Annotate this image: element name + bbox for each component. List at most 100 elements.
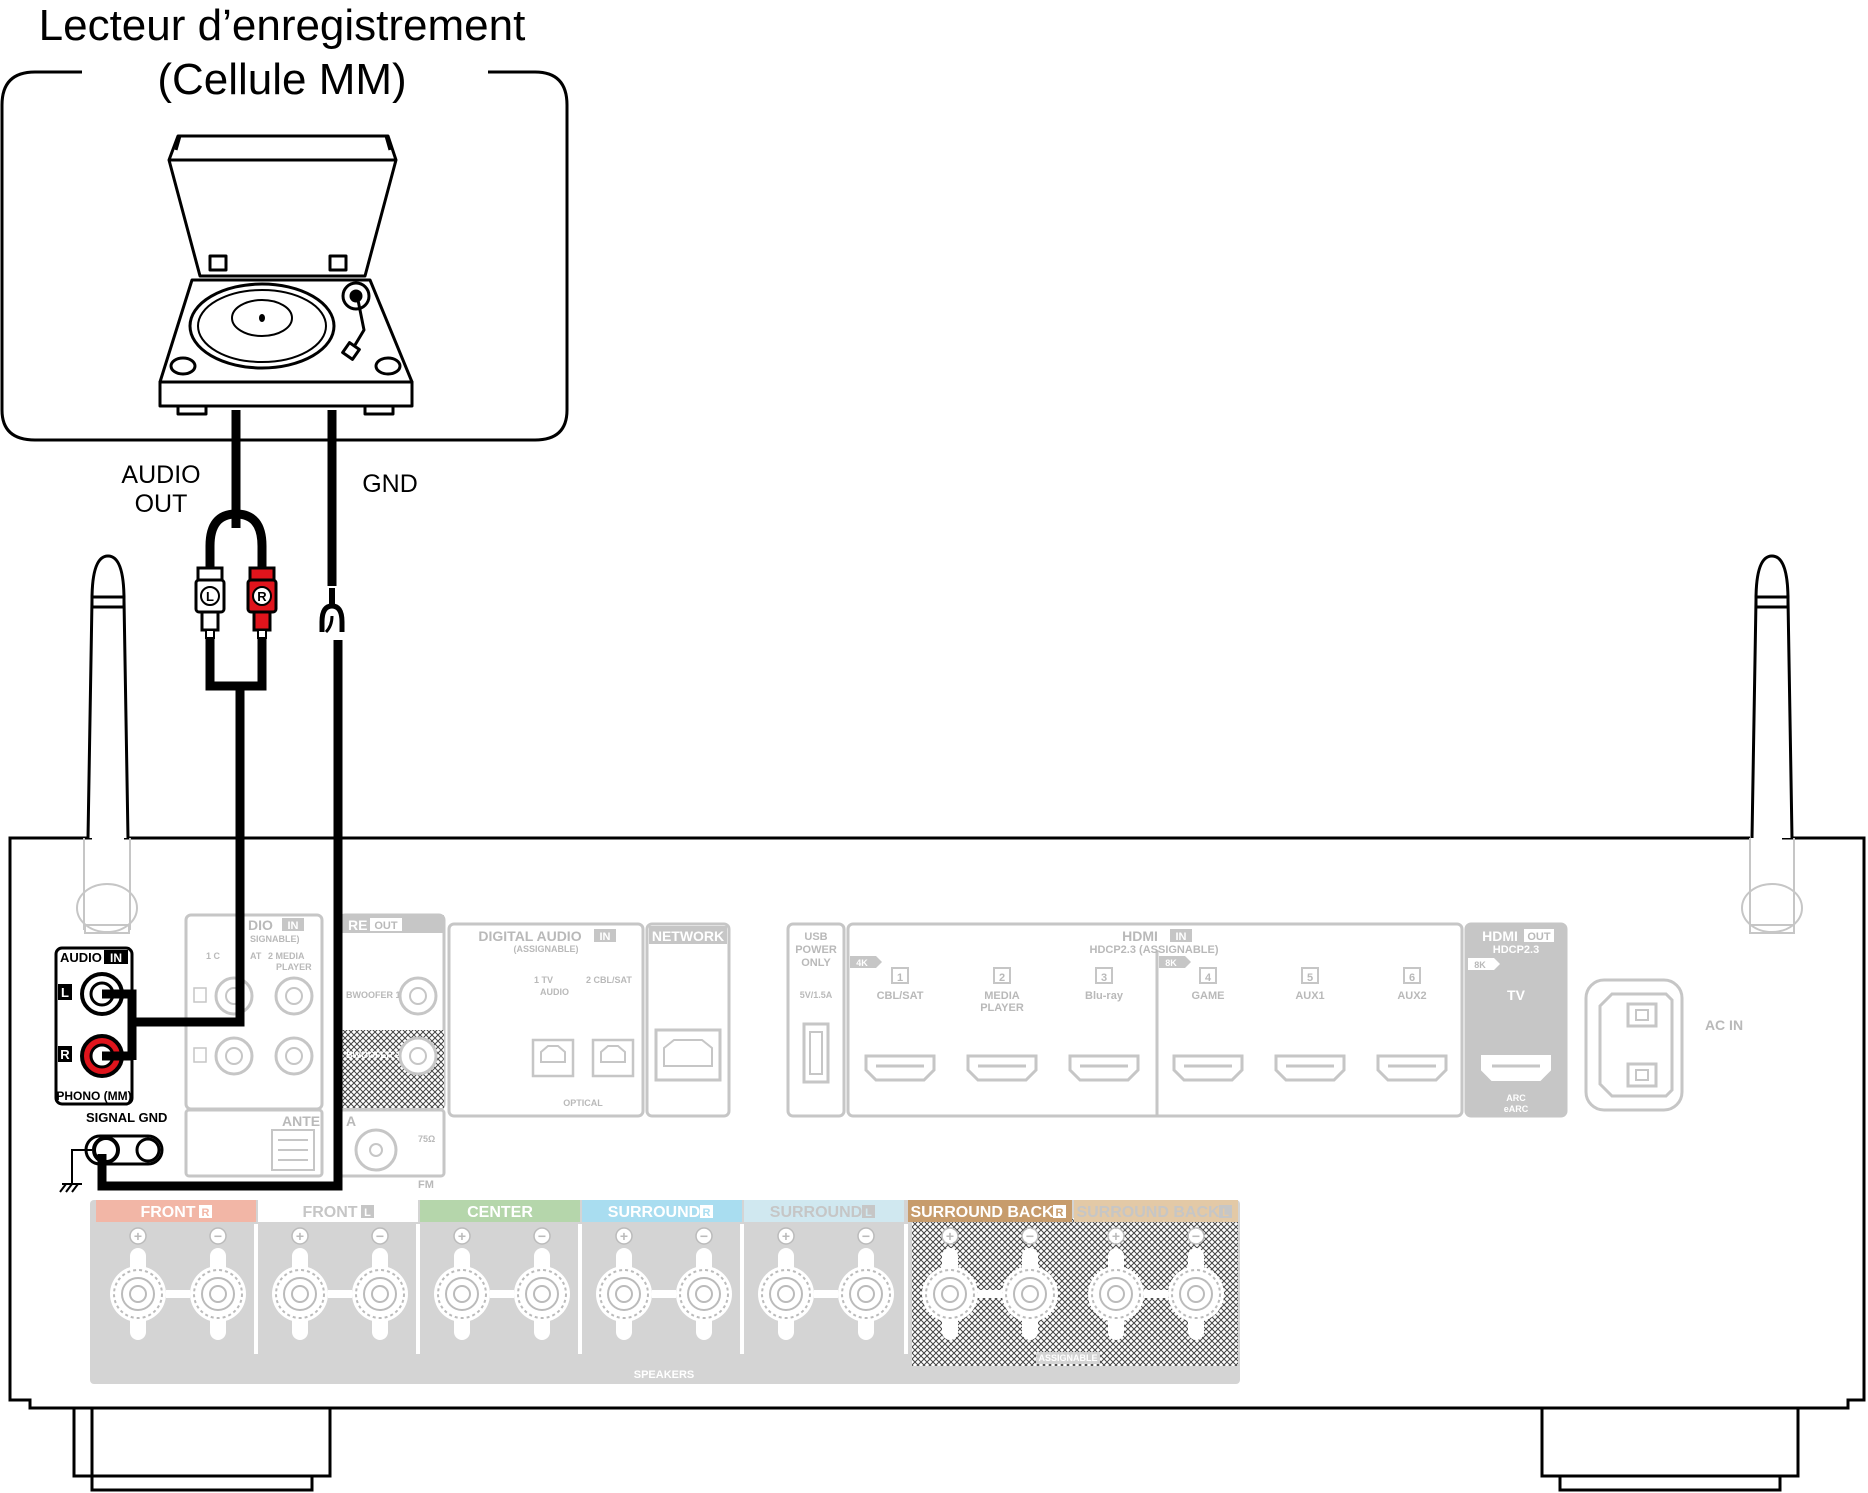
- terminal-sign: −: [214, 1228, 222, 1244]
- device-frame: [0, 70, 569, 442]
- hdmi-input-number: 4: [1205, 972, 1212, 984]
- speaker-terminal-plus[interactable]: +: [434, 1227, 490, 1340]
- audio-out-label-2: OUT: [135, 490, 188, 518]
- phono-footer-label: PHONO (MM): [56, 1089, 131, 1103]
- audio-in-label: DIO: [248, 917, 273, 933]
- speaker-terminal-minus[interactable]: −: [838, 1227, 894, 1340]
- ac-in-label: AC IN: [1705, 1017, 1743, 1033]
- media-player-label-1: 2 MEDIA: [268, 951, 305, 961]
- speaker-group-label: FRONT: [302, 1204, 357, 1221]
- antenna-label-2: A: [346, 1113, 356, 1129]
- arc-label: ARC: [1506, 1093, 1526, 1103]
- hdmi-input-name: CBL/SAT: [877, 990, 924, 1002]
- audio-in-assignable: SIGNABLE): [250, 934, 300, 944]
- hdmi-input-name: AUX2: [1397, 990, 1426, 1002]
- subwoofer1-label: BWOOFER 1: [346, 990, 401, 1000]
- audio-in-section: DIO IN SIGNABLE) 1 C AT 2 MEDIA PLAYER A…: [184, 913, 324, 1178]
- terminal-sign: +: [134, 1228, 142, 1244]
- speaker-terminal-plus[interactable]: +: [596, 1227, 652, 1340]
- assignable-label: ASSIGNABLE: [1038, 1353, 1097, 1363]
- speaker-terminal-minus[interactable]: −: [1168, 1227, 1224, 1340]
- badge-4k: 4K: [856, 958, 868, 968]
- speaker-terminal-plus[interactable]: +: [1088, 1227, 1144, 1340]
- speaker-terminal-minus[interactable]: −: [352, 1227, 408, 1340]
- hdmi-in-sub-label: HDCP2.3 (ASSIGNABLE): [1090, 944, 1219, 956]
- terminal-sign: +: [946, 1228, 954, 1244]
- optical-label: OPTICAL: [563, 1098, 603, 1108]
- optical-2-label: 2 CBL/SAT: [586, 975, 632, 985]
- hdmi-input-number: 5: [1307, 972, 1313, 984]
- device-title-line1: Lecteur d’enregistrement: [39, 1, 526, 50]
- audio-in-badge: IN: [288, 920, 299, 932]
- phono-header-label: AUDIO: [60, 950, 102, 965]
- receiver-chassis: [8, 836, 1866, 1492]
- earc-label: eARC: [1504, 1104, 1529, 1114]
- hdmi-input-number: 6: [1409, 972, 1415, 984]
- speaker-group-side: R: [703, 1207, 711, 1219]
- hdmi-input-number: 2: [999, 972, 1005, 984]
- speaker-group-label: SURROUND: [770, 1204, 862, 1221]
- gnd-spade-terminal: [319, 588, 345, 634]
- digital-audio-badge: IN: [600, 931, 611, 943]
- hdmi-input-name: AUX1: [1295, 990, 1324, 1002]
- turntable-device: Lecteur d’enregistrement (Cellule MM): [0, 1, 569, 442]
- audio-out-label-1: AUDIO: [121, 461, 200, 489]
- hdmi-out-8k-badge: 8K: [1474, 960, 1486, 970]
- terminal-sign: +: [458, 1228, 466, 1244]
- hdmi-input-name: Blu-ray: [1085, 990, 1124, 1002]
- speaker-group-label: FRONT: [140, 1204, 195, 1221]
- terminal-sign: +: [296, 1228, 304, 1244]
- cables: [97, 410, 343, 1191]
- terminal-sign: −: [1026, 1228, 1034, 1244]
- subwoofer2-label: BWOOFER 2: [346, 1050, 401, 1060]
- speaker-group-label: CENTER: [467, 1204, 533, 1221]
- speaker-terminal-plus[interactable]: +: [272, 1227, 328, 1340]
- speaker-terminal-plus[interactable]: +: [922, 1227, 978, 1340]
- ohm-label: 75Ω: [418, 1134, 435, 1144]
- hdmi-input-name: GAME: [1192, 990, 1225, 1002]
- speaker-terminal-minus[interactable]: −: [190, 1227, 246, 1340]
- rca-plug-right: R: [246, 566, 278, 639]
- speaker-terminal-minus[interactable]: −: [514, 1227, 570, 1340]
- hdmi-out-badge: OUT: [1527, 931, 1551, 943]
- speaker-terminal-plus[interactable]: +: [758, 1227, 814, 1340]
- terminal-sign: −: [376, 1228, 384, 1244]
- speaker-group: CENTER+ −: [416, 1200, 580, 1354]
- speaker-terminal-minus[interactable]: −: [1002, 1227, 1058, 1340]
- hdmi-input-ports: 1CBL/SAT2MEDIAPLAYER3Blu-ray4GAME5AUX16A…: [864, 967, 1448, 1082]
- phono-mm-input[interactable]: AUDIO IN L R PHONO (MM): [54, 946, 134, 1106]
- speaker-terminal-plus[interactable]: +: [110, 1227, 166, 1340]
- hdmi-input-number: 3: [1101, 972, 1107, 984]
- hdmi-in-badge: IN: [1176, 931, 1187, 943]
- hdmi-out-sub-label: HDCP2.3: [1493, 944, 1539, 956]
- terminal-sign: +: [782, 1228, 790, 1244]
- fm-label: FM: [418, 1179, 434, 1191]
- hdmi-out-tv-label: TV: [1507, 987, 1526, 1003]
- phono-right-label: R: [60, 1047, 70, 1062]
- antenna-left: [76, 554, 138, 934]
- pre-out-badge: OUT: [374, 920, 398, 932]
- digital-audio-section: DIGITAL AUDIO IN (ASSIGNABLE) 1 TV AUDIO…: [447, 922, 645, 1118]
- speaker-group-side: L: [364, 1207, 371, 1219]
- pre-out-label: RE: [348, 917, 367, 933]
- speaker-terminal-minus[interactable]: −: [676, 1227, 732, 1340]
- network-label: NETWORK: [652, 928, 724, 944]
- hdmi-input-name: MEDIA: [984, 990, 1020, 1002]
- speaker-group: FRONT L + −: [254, 1200, 418, 1354]
- terminal-sign: −: [700, 1228, 708, 1244]
- signal-gnd-terminal[interactable]: SIGNAL GND: [59, 1110, 167, 1193]
- speaker-group-label: SURROUND: [608, 1204, 700, 1221]
- antenna-right: [1741, 554, 1803, 934]
- pre-out-section: RE OUT BWOOFER 1 BWOOFER 2 A 75Ω FM: [338, 913, 446, 1191]
- speaker-group-label: SURROUND BACK: [1076, 1204, 1220, 1221]
- network-section: NETWORK: [645, 922, 731, 1118]
